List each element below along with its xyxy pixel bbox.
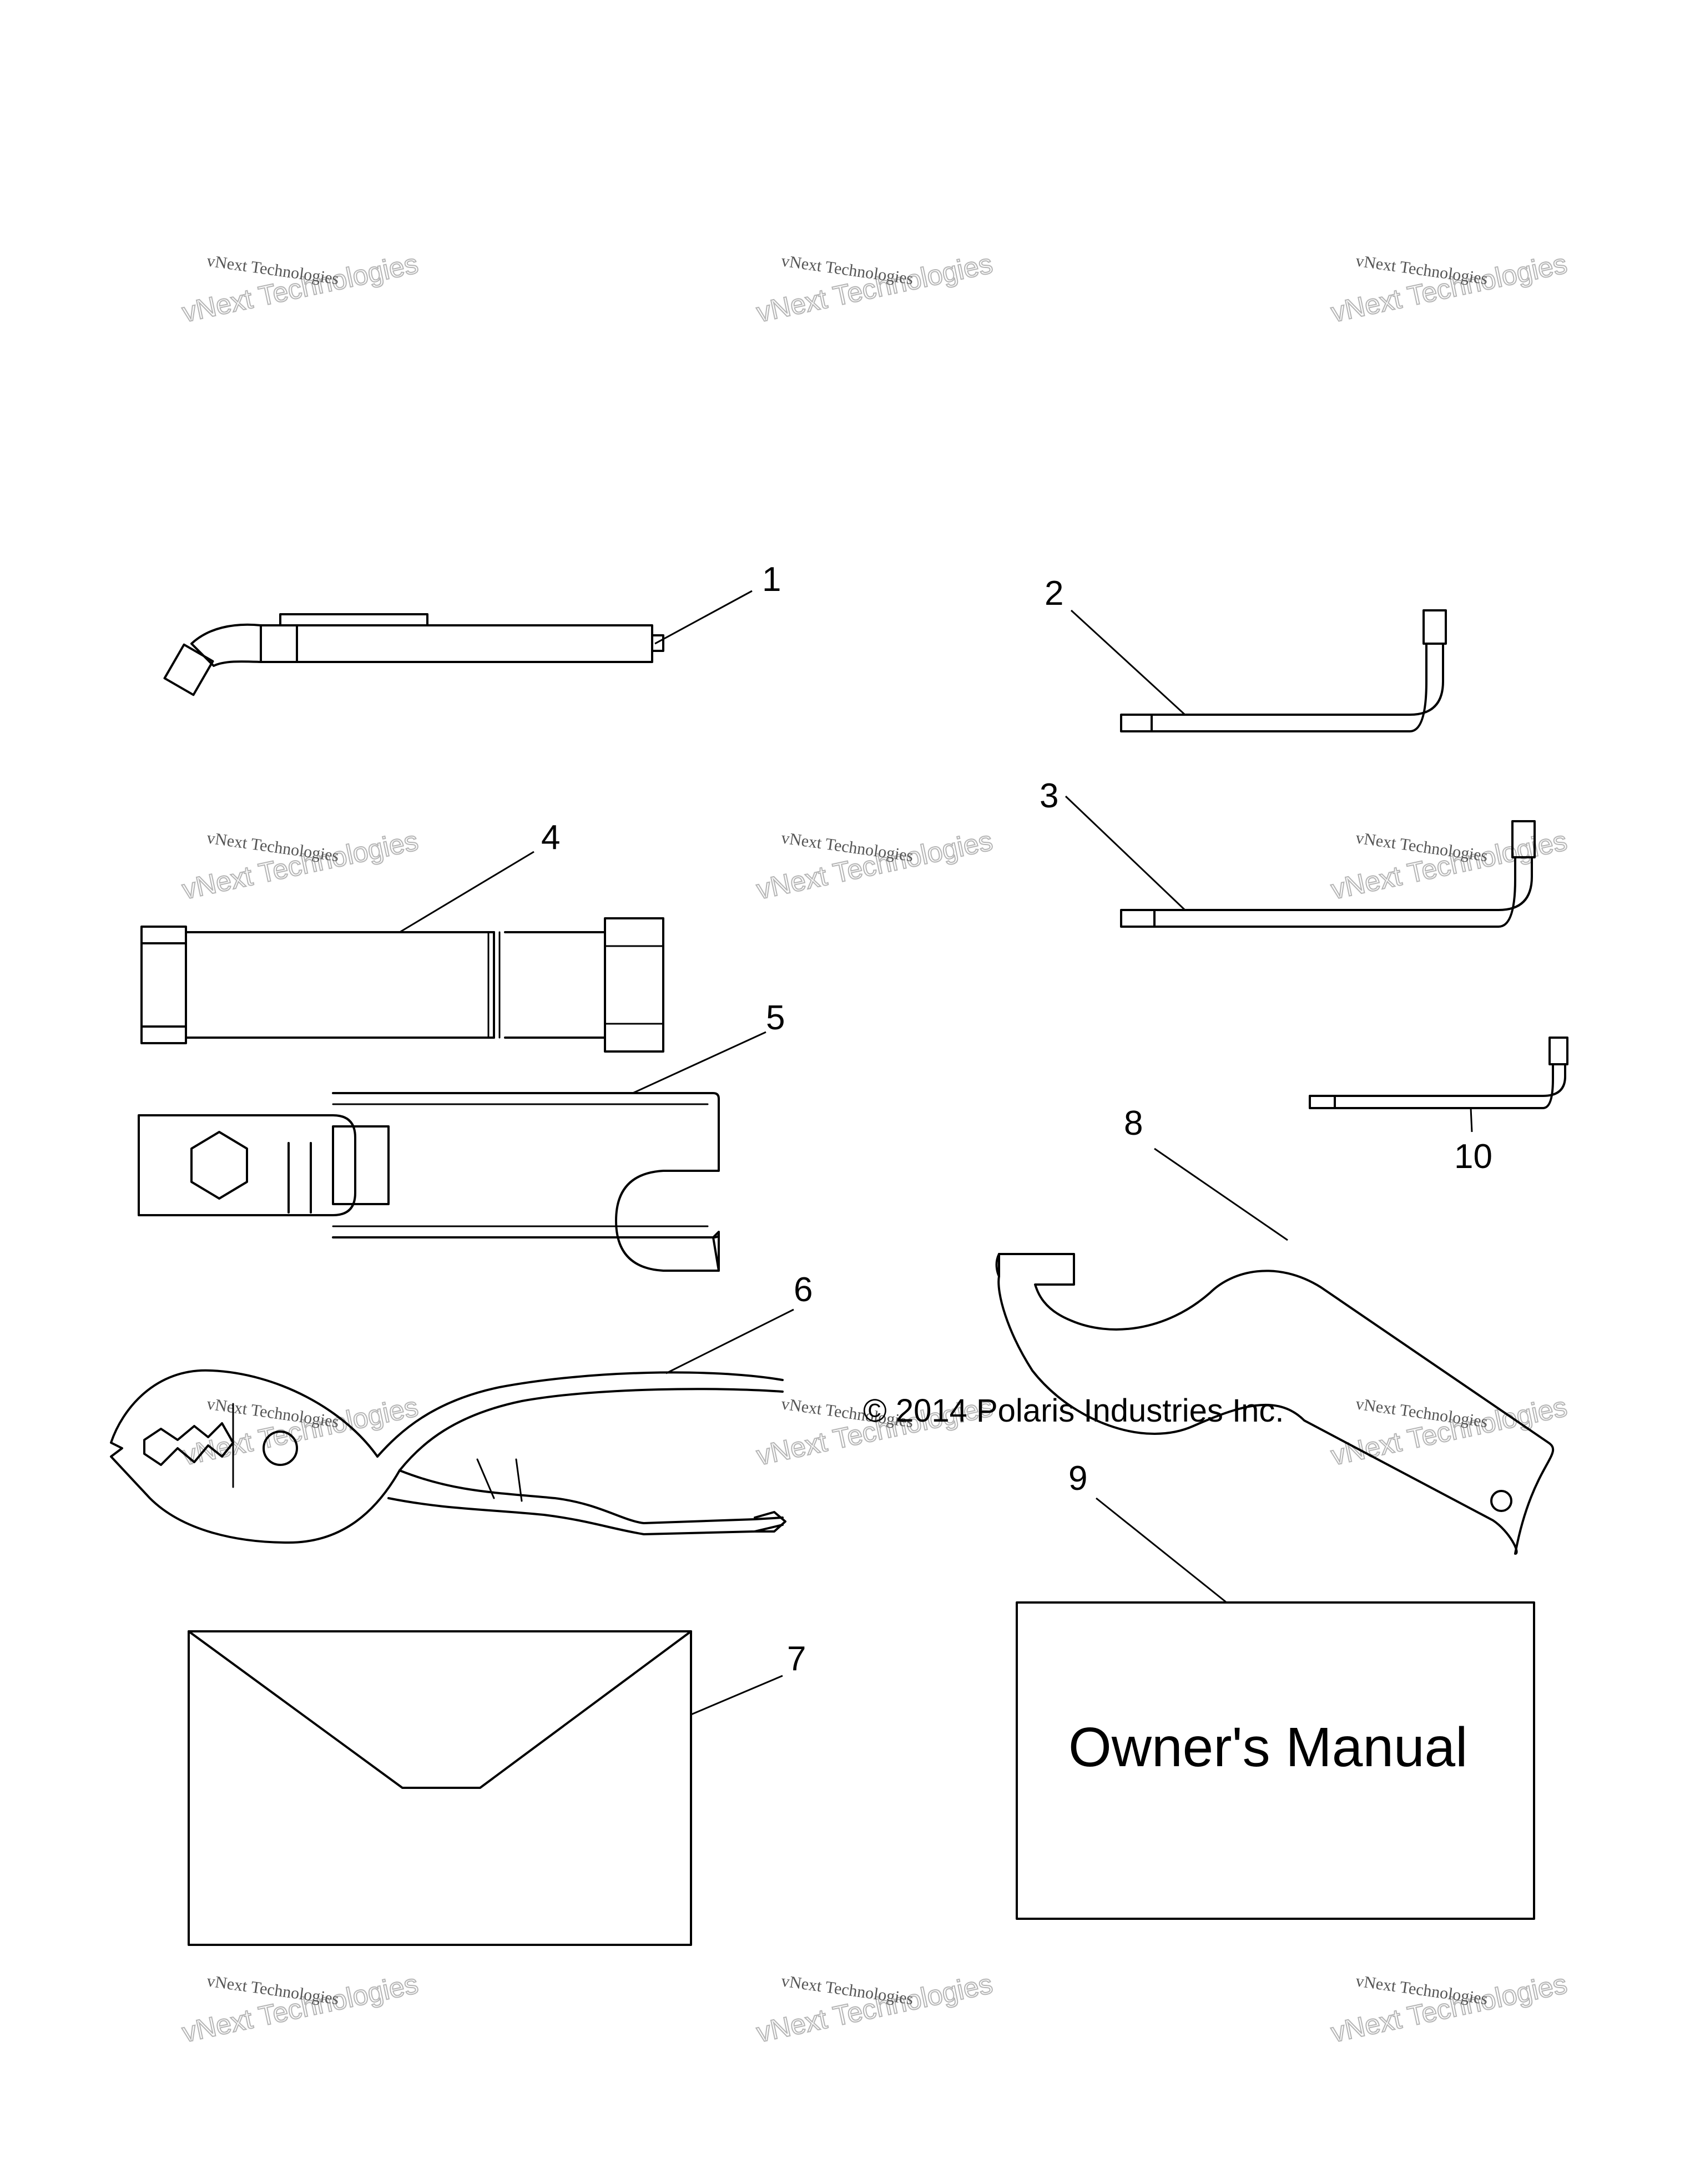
callout-9: 9 xyxy=(1068,1459,1087,1498)
part-7-envelope xyxy=(188,1630,692,1946)
watermark-top-left: vNext Technologies vNext Technologies xyxy=(179,247,421,329)
callout-10: 10 xyxy=(1454,1138,1492,1176)
watermark-top-center: vNext Technologies vNext Technologies xyxy=(753,247,996,329)
leader-7 xyxy=(690,1675,783,1716)
part-1-pressure-gauge xyxy=(163,613,664,696)
callout-1: 1 xyxy=(762,560,781,599)
leader-9 xyxy=(1096,1497,1227,1604)
callout-6: 6 xyxy=(794,1271,813,1309)
copyright-notice: © 2014 Polaris Industries Inc. xyxy=(863,1393,1284,1429)
callout-3: 3 xyxy=(1040,777,1058,815)
watermark-mid-center: vNext Technologies vNext Technologies xyxy=(753,825,996,906)
leader-5 xyxy=(632,1031,766,1094)
leader-3 xyxy=(1065,795,1186,911)
leader-4 xyxy=(399,851,534,933)
watermark-bottom-center: vNext Technologies vNext Technologies xyxy=(753,1968,996,2049)
callout-2: 2 xyxy=(1045,574,1063,613)
callout-numbers: 1 2 3 4 5 6 7 8 9 10 xyxy=(541,560,1492,1678)
leader-1 xyxy=(654,590,753,645)
part-5-spanner xyxy=(138,1092,720,1272)
part-10-l-key xyxy=(1309,1037,1568,1109)
watermark-bottom-right: vNext Technologies vNext Technologies xyxy=(1328,1968,1570,2049)
leader-10b xyxy=(1470,1108,1473,1133)
part-4-plug-socket xyxy=(140,917,664,1053)
watermark-mid-left: vNext Technologies vNext Technologies xyxy=(179,825,421,906)
watermark-top-right: vNext Technologies vNext Technologies xyxy=(1328,247,1570,329)
leader-6 xyxy=(665,1308,794,1374)
callout-4: 4 xyxy=(541,818,560,857)
watermark-low-right: vNext Technologies vNext Technologies xyxy=(1328,1391,1570,1472)
part-6-pliers xyxy=(110,1369,786,1544)
manual-title: Owner's Manual xyxy=(1068,1716,1467,1778)
part-3-l-key xyxy=(1120,820,1536,928)
leader-8 xyxy=(1154,1147,1288,1241)
watermark-bottom-left: vNext Technologies vNext Technologies xyxy=(179,1968,421,2049)
callout-7: 7 xyxy=(787,1640,806,1678)
part-8-hook-wrench xyxy=(995,1253,1555,1555)
leader-2 xyxy=(1070,609,1186,716)
callout-8: 8 xyxy=(1124,1104,1143,1142)
watermark-mid-right: vNext Technologies vNext Technologies xyxy=(1328,825,1570,906)
part-9-owners-manual: Owner's Manual xyxy=(1016,1601,1535,1920)
callout-5: 5 xyxy=(766,999,785,1037)
leader-lines xyxy=(399,590,1473,1716)
part-2-l-key xyxy=(1120,609,1447,732)
